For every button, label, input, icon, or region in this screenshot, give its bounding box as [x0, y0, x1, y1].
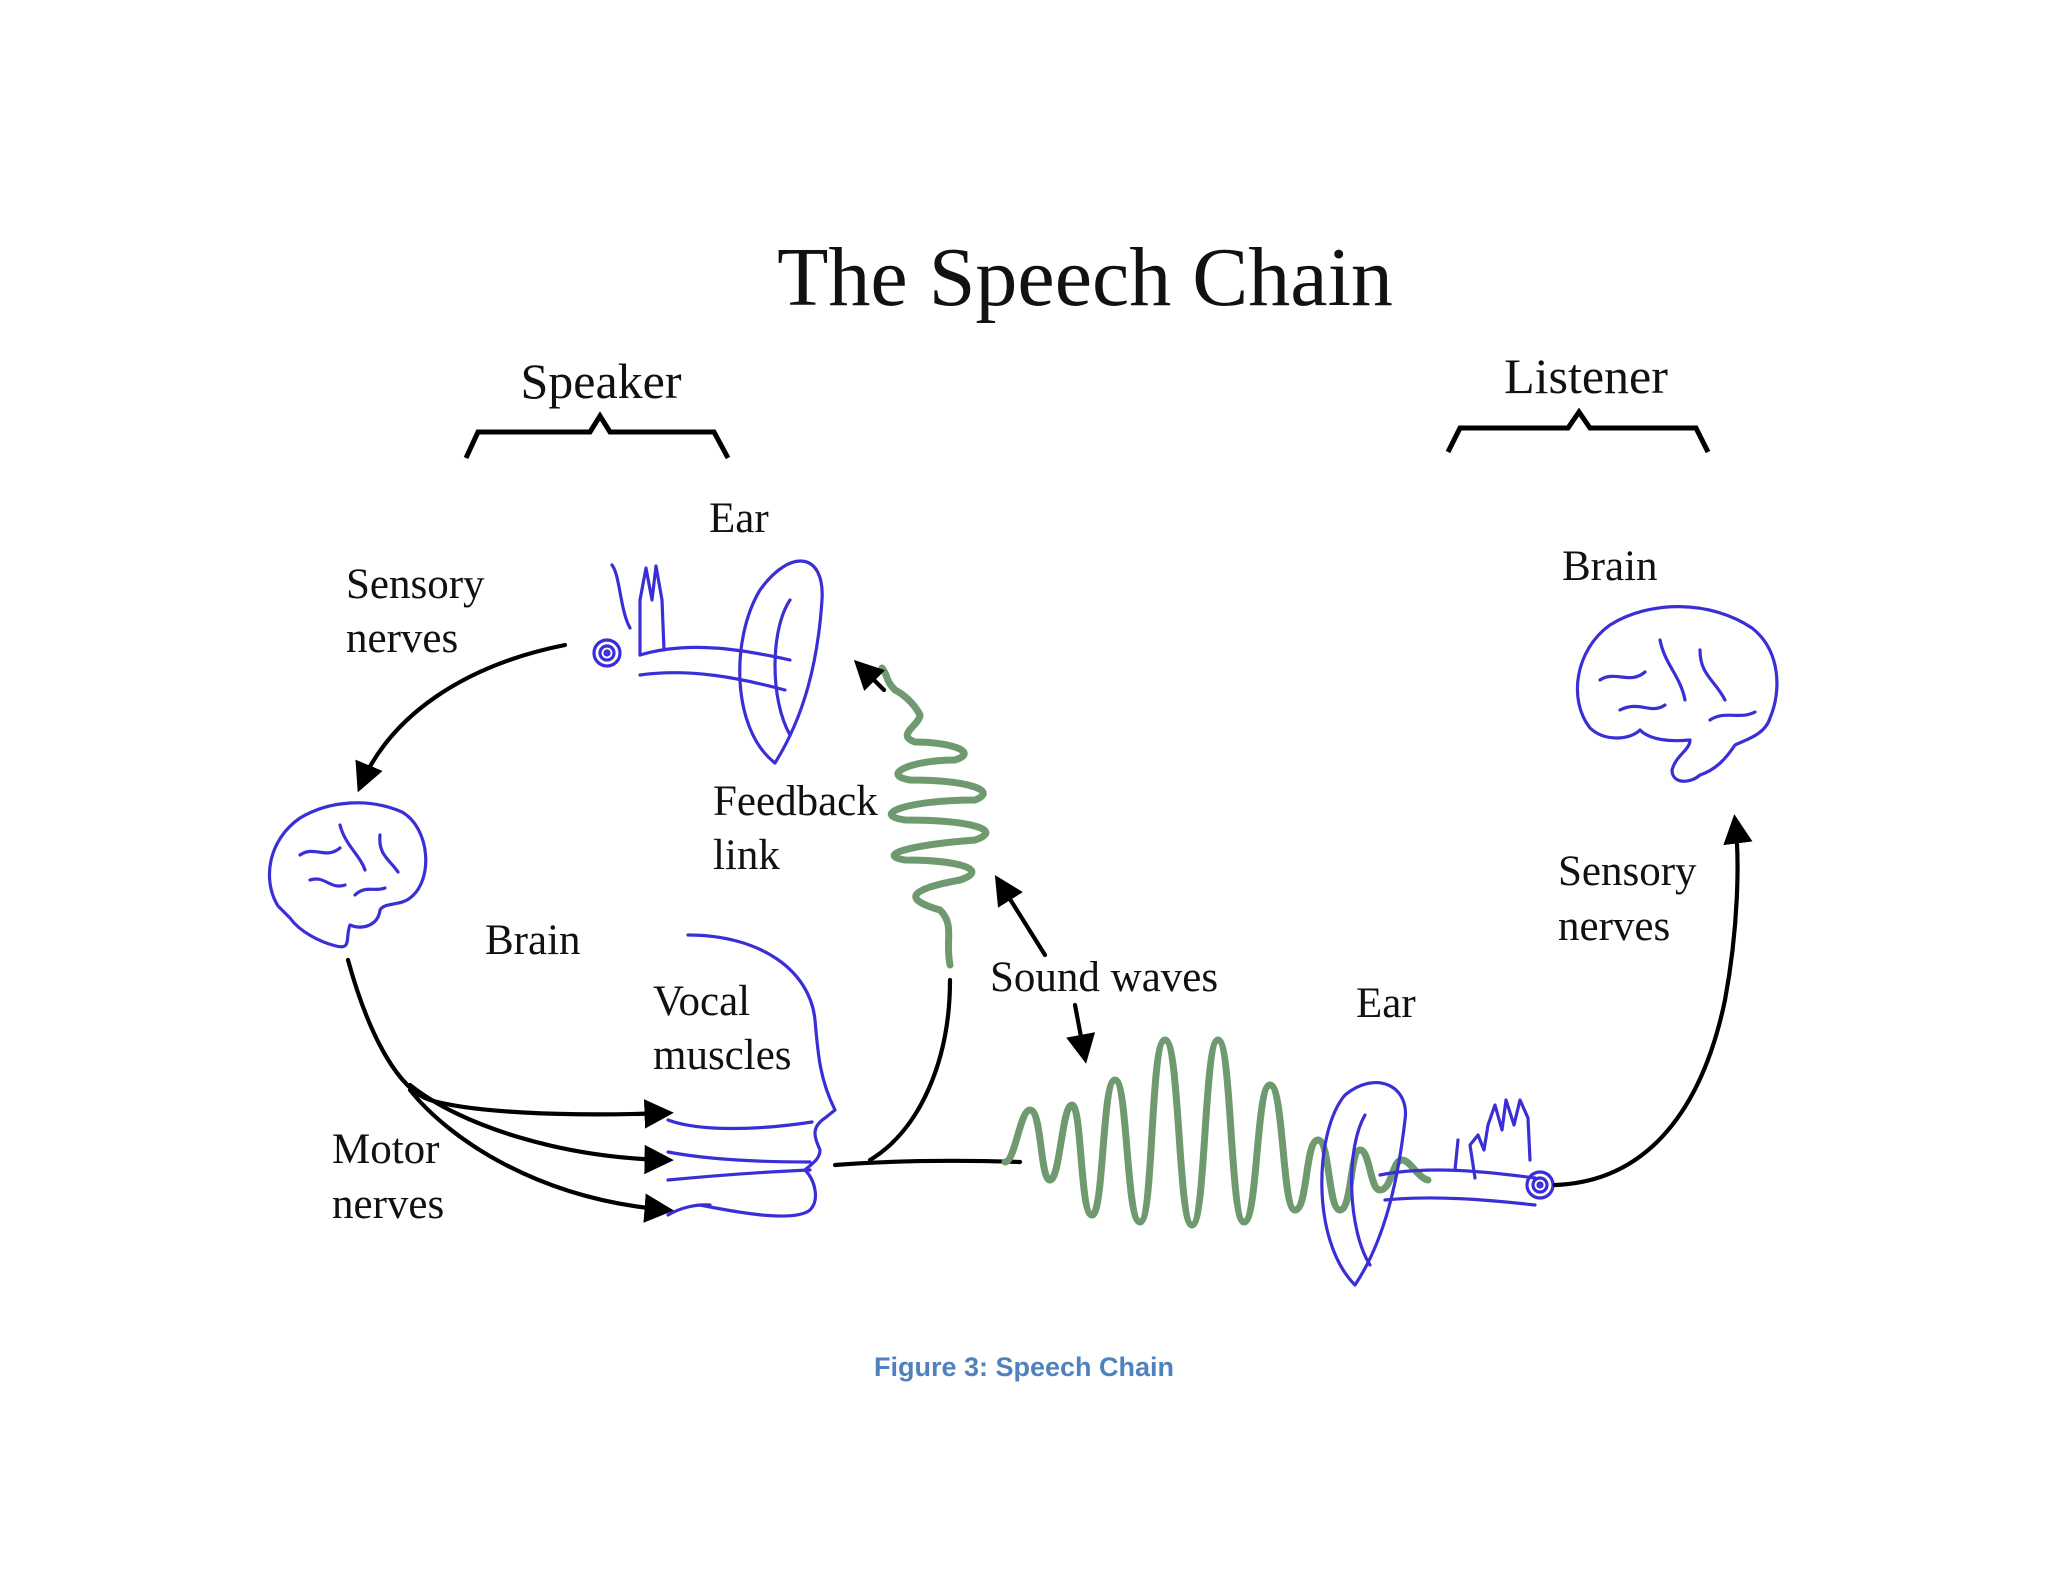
motor-nerves-label-line2: nerves [332, 1181, 444, 1228]
listener-brain-icon [1575, 605, 1779, 783]
listener-brain-label: Brain [1562, 543, 1658, 590]
figure-caption: Figure 3: Speech Chain [873, 1352, 1175, 1382]
speaker-ear-label: Ear [709, 495, 769, 542]
listener-sensory-nerves-label-line1: Sensory [1558, 848, 1697, 895]
vocal-muscles-label-line1: Vocal [653, 978, 750, 1025]
listener-brace [1445, 407, 1711, 454]
diagram-title: The Speech Chain [777, 231, 1393, 324]
feedback-return-line [867, 977, 953, 1163]
speaker-brain-icon [267, 801, 428, 949]
feedback-arrow [853, 659, 887, 693]
feedback-sound-wave [878, 664, 990, 969]
feedback-link-label-line1: Feedback [713, 778, 878, 825]
listener-heading: Listener [1504, 348, 1668, 404]
main-sound-wave [1001, 1036, 1432, 1229]
sound-waves-up-arrow [994, 875, 1048, 958]
speaker-ear-icon [592, 559, 824, 765]
speaker-sensory-nerve-arrow [355, 642, 568, 793]
mouth-output-line [832, 1158, 1023, 1168]
sound-waves-label: Sound waves [990, 954, 1218, 1001]
listener-sensory-nerves-label-line2: nerves [1558, 903, 1670, 950]
listener-sensory-nerve-arrow [1552, 814, 1753, 1188]
vocal-muscles-label-line2: muscles [653, 1032, 792, 1079]
speaker-brace [463, 411, 731, 460]
speaker-sensory-nerves-label-line1: Sensory [346, 561, 485, 608]
motor-nerves-label-line1: Motor [332, 1126, 440, 1173]
speaker-heading: Speaker [520, 353, 681, 409]
sound-waves-down-arrow [1066, 1002, 1096, 1064]
listener-ear-icon [1320, 1081, 1555, 1287]
motor-nerve-arrows [345, 957, 674, 1223]
speaker-brain-label: Brain [485, 917, 581, 964]
speaker-sensory-nerves-label-line2: nerves [346, 615, 458, 662]
vocal-muscles-icon [666, 933, 837, 1218]
listener-ear-label: Ear [1356, 980, 1416, 1027]
feedback-link-label-line2: link [713, 832, 780, 879]
